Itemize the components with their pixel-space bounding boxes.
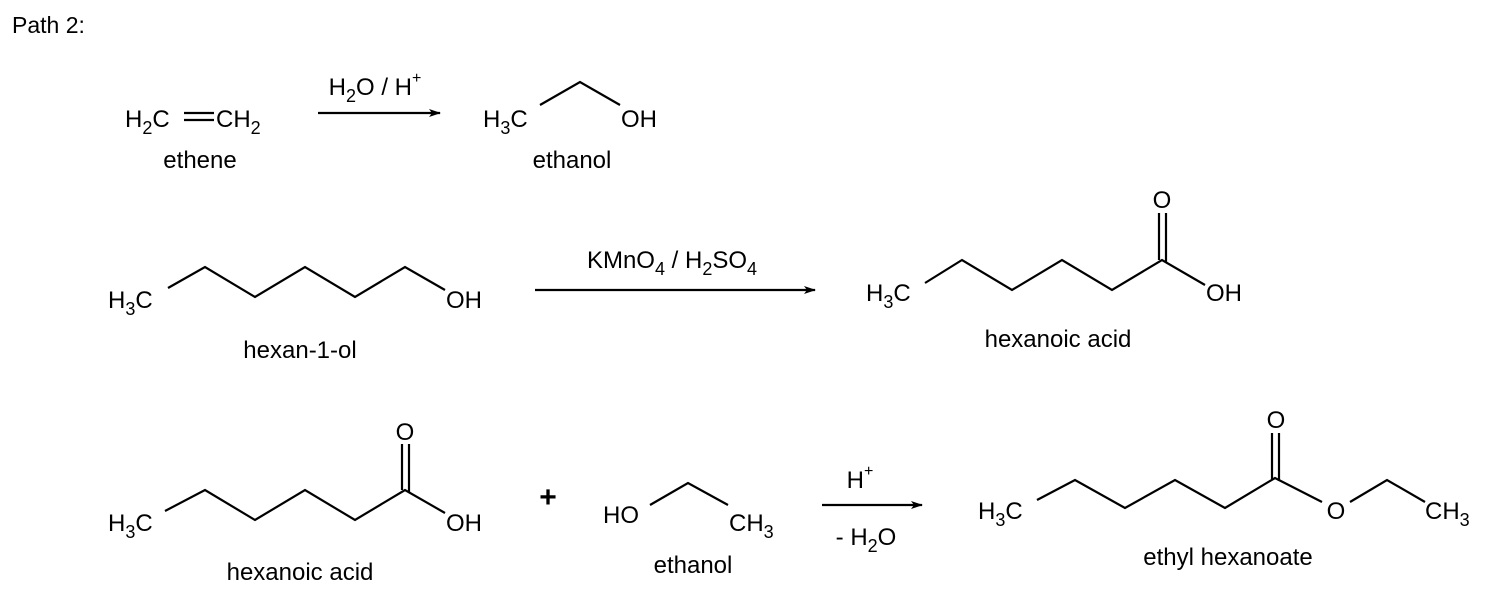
compound-name: ethyl hexanoate [1143,544,1312,571]
carbon-chain [924,258,1206,292]
atom-label: H3​C [483,106,528,138]
carbon-chain [164,488,446,522]
atom-label: H2​C [125,106,170,138]
atom-label: O [396,419,415,446]
compound-name: hexanoic acid [985,326,1132,353]
ethyl-hexanoate-structure: H3​C O O CH3​ ethyl hexanoate [978,407,1470,571]
reaction-conditions: H2​O / H+​ [329,70,422,106]
atom-label: OH [446,510,482,537]
plus-sign: + [539,481,557,514]
atom-label: H3​C [108,510,153,542]
hexanol-structure: H3​C OH hexan-1-ol [108,265,482,364]
atom-label: CH3​ [1425,498,1470,530]
reaction-conditions-top: H+​ [847,463,874,494]
reaction-2: H3​C OH hexan-1-ol KMnO4​ / H2​SO4​ H3​C… [108,187,1242,364]
atom-label: CH2​ [216,106,261,138]
compound-name: hexanoic acid [227,559,374,586]
reaction-3: H3​C O OH hexanoic acid + HO CH3​ ethano… [108,407,1470,586]
compound-name: ethanol [533,147,612,174]
bond [649,481,729,506]
atom-label: CH3​ [729,510,774,542]
atom-label: H3​C [108,287,153,319]
atom-label: OH [1206,280,1242,307]
atom-label: O [1153,187,1172,214]
reaction-1: H2​C CH2​ ethene H2​O / H+​ H3​C OH etha… [125,70,657,174]
atom-label: H3​C [978,498,1023,530]
ethanol-structure: H3​C OH ethanol [483,80,657,174]
reaction-conditions: KMnO4​ / H2​SO4​ [587,247,757,279]
atom-label: H3​C [866,280,911,312]
bond [1349,478,1426,503]
compound-name: ethanol [654,552,733,579]
atom-label: O [1267,407,1286,434]
ethanol-structure: HO CH3​ ethanol [603,481,774,579]
carbon-chain [167,265,446,299]
reaction-conditions-bottom: - H2​O [836,524,897,556]
atom-label: OH [446,287,482,314]
atom-label: OH [621,106,657,133]
ethene-structure: H2​C CH2​ ethene [125,106,261,174]
compound-name: hexan-1-ol [243,337,356,364]
hexanoic-acid-structure: H3​C O OH hexanoic acid [108,419,482,586]
hexanoic-acid-structure: H3​C O OH hexanoic acid [866,187,1242,353]
compound-name: ethene [163,147,236,174]
path-title: Path 2: [12,12,85,38]
carbon-chain [1036,476,1323,510]
atom-label: HO [603,502,639,529]
atom-label: O [1327,498,1346,525]
bond [539,80,621,106]
